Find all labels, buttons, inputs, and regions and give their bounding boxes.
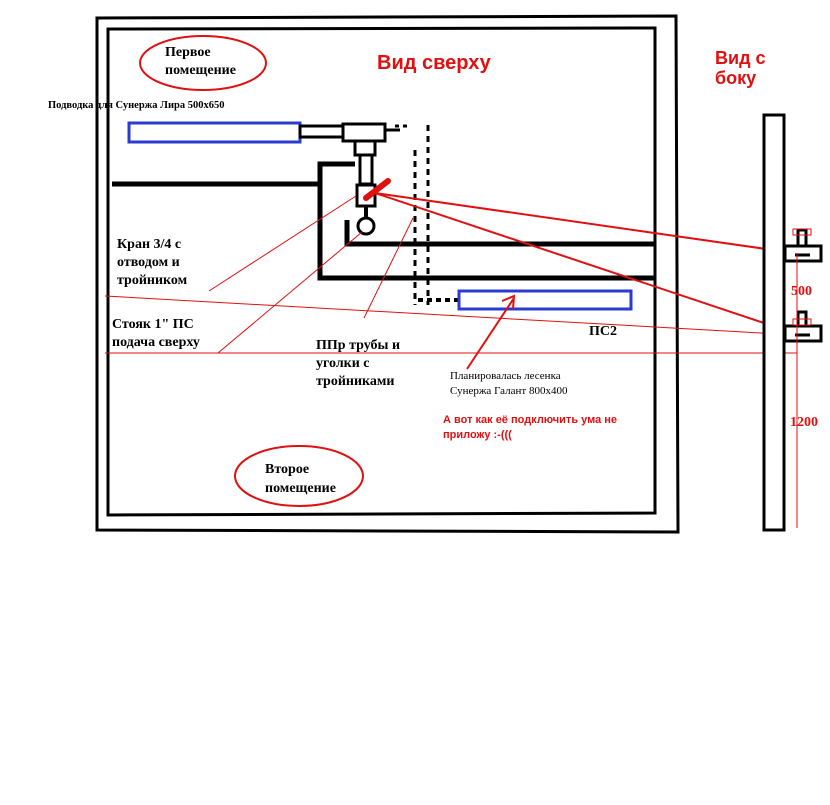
ps2-label: ПС2 bbox=[589, 324, 617, 339]
riser-label: Стояк 1" ПС подача сверху bbox=[112, 317, 200, 350]
connection-lower bbox=[374, 192, 795, 334]
planned-radiator-label: Планировалась лесенка Сунержа Галант 800… bbox=[450, 370, 568, 397]
riser-circle bbox=[356, 216, 376, 236]
room-second-ellipse bbox=[234, 445, 364, 507]
side-bracket-upper-red bbox=[792, 228, 812, 236]
connection-upper bbox=[374, 192, 795, 254]
wall-upper bbox=[112, 161, 355, 187]
question-label: А вот как её подключить ума не приложу :… bbox=[443, 414, 618, 441]
radiator-lira bbox=[127, 121, 302, 144]
side-bracket-lower-red bbox=[792, 318, 812, 326]
side-bracket-upper-stem bbox=[796, 228, 808, 248]
wall-chase bbox=[344, 220, 655, 247]
side-view-title: Вид с боку bbox=[715, 48, 766, 88]
riser-pipe-upper bbox=[353, 139, 377, 157]
leader-upper-connector bbox=[104, 295, 798, 336]
leader-ppr bbox=[363, 217, 414, 319]
supply-label: Подводка для Сунержа Лира 500х650 bbox=[48, 100, 225, 111]
valve-label: Кран 3/4 с отводом и тройником bbox=[117, 237, 188, 288]
valve-handle-red bbox=[363, 178, 391, 201]
room-second-label: Второе помещение bbox=[265, 462, 336, 496]
room-first-ellipse bbox=[139, 35, 267, 91]
leader-riser bbox=[217, 231, 363, 354]
dimension-upper: 500 bbox=[791, 284, 812, 299]
room-first-label: Первое помещение bbox=[165, 45, 236, 78]
radiator-galant bbox=[457, 289, 633, 311]
supply-pipe bbox=[298, 124, 346, 139]
riser-pipe-mid bbox=[358, 153, 374, 186]
planned-arrow-shaft bbox=[466, 297, 515, 370]
plan-outer-frame bbox=[95, 14, 680, 534]
top-view-title: Вид сверху bbox=[377, 52, 491, 74]
side-wall bbox=[762, 113, 786, 532]
wall-lower bbox=[317, 186, 655, 281]
leader-valve bbox=[208, 195, 357, 292]
dimension-lower: 1200 bbox=[790, 415, 818, 430]
ppr-label: ППр трубы и уголки с тройниками bbox=[316, 338, 401, 389]
planned-arrow-head bbox=[501, 294, 516, 310]
tee-fitting bbox=[341, 122, 387, 143]
